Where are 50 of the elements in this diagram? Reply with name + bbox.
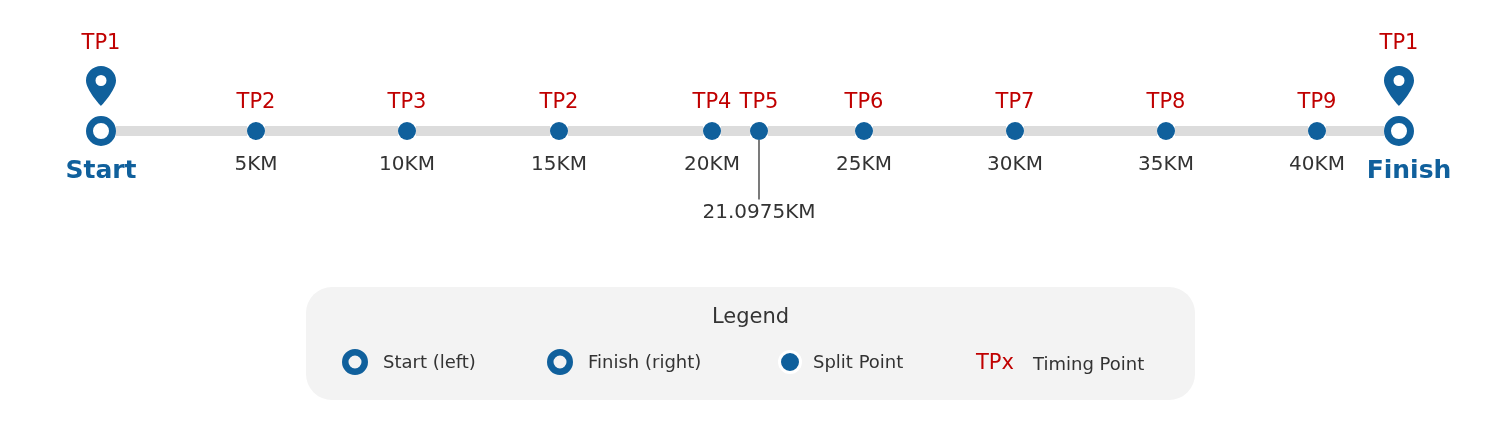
dot-marker-icon — [1308, 122, 1326, 140]
distance-label: 35KM — [1138, 151, 1194, 175]
leader-line — [758, 139, 760, 201]
dot-marker-icon — [1006, 122, 1024, 140]
distance-label: 21.0975KM — [702, 199, 816, 223]
track-line — [568, 126, 703, 136]
track-line — [1175, 126, 1308, 136]
distance-label: 30KM — [987, 151, 1043, 175]
distance-label: 20KM — [684, 151, 740, 175]
timing-point-label: TP2 — [236, 88, 276, 114]
legend-title: Legend — [711, 303, 790, 329]
timing-point-label: TP5 — [739, 88, 779, 114]
legend-label: Finish (right) — [588, 351, 702, 373]
distance-label: 10KM — [379, 151, 435, 175]
track-line — [416, 126, 550, 136]
dot-marker-icon — [550, 122, 568, 140]
track-line — [873, 126, 1006, 136]
distance-label: 15KM — [531, 151, 587, 175]
dot-marker-icon — [398, 122, 416, 140]
legend-label: Timing Point — [1033, 353, 1145, 375]
timing-point-label: TP9 — [1297, 88, 1337, 114]
distance-label: 25KM — [836, 151, 892, 175]
timing-point-label: TP1 — [1379, 29, 1419, 55]
dot-marker-icon — [247, 122, 265, 140]
track-line — [721, 126, 750, 136]
timing-point-key: TPx — [976, 349, 1014, 375]
dot-marker-icon — [750, 122, 768, 140]
timing-point-label: TP3 — [387, 88, 427, 114]
timing-point-label: TP6 — [844, 88, 884, 114]
distance-label: 40KM — [1289, 151, 1345, 175]
dot-marker-icon — [1157, 122, 1175, 140]
legend-label: Split Point — [813, 351, 904, 373]
ring-marker-icon — [1384, 116, 1414, 146]
timing-point-label: TP8 — [1146, 88, 1186, 114]
track-line — [768, 126, 855, 136]
dot-marker-icon — [703, 122, 721, 140]
distance-label: 5KM — [234, 151, 278, 175]
track-line — [116, 126, 247, 136]
timing-point-label: TP1 — [81, 29, 121, 55]
timing-point-label: TP2 — [539, 88, 579, 114]
endpoint-label: Finish — [1366, 155, 1452, 185]
endpoint-label: Start — [65, 155, 137, 185]
track-line — [1326, 126, 1384, 136]
ring-marker-icon — [86, 116, 116, 146]
timing-point-label: TP4 — [692, 88, 732, 114]
legend-label: Start (left) — [383, 351, 476, 373]
track-line — [1024, 126, 1157, 136]
track-line — [265, 126, 398, 136]
timing-point-label: TP7 — [995, 88, 1035, 114]
dot-marker-icon — [855, 122, 873, 140]
